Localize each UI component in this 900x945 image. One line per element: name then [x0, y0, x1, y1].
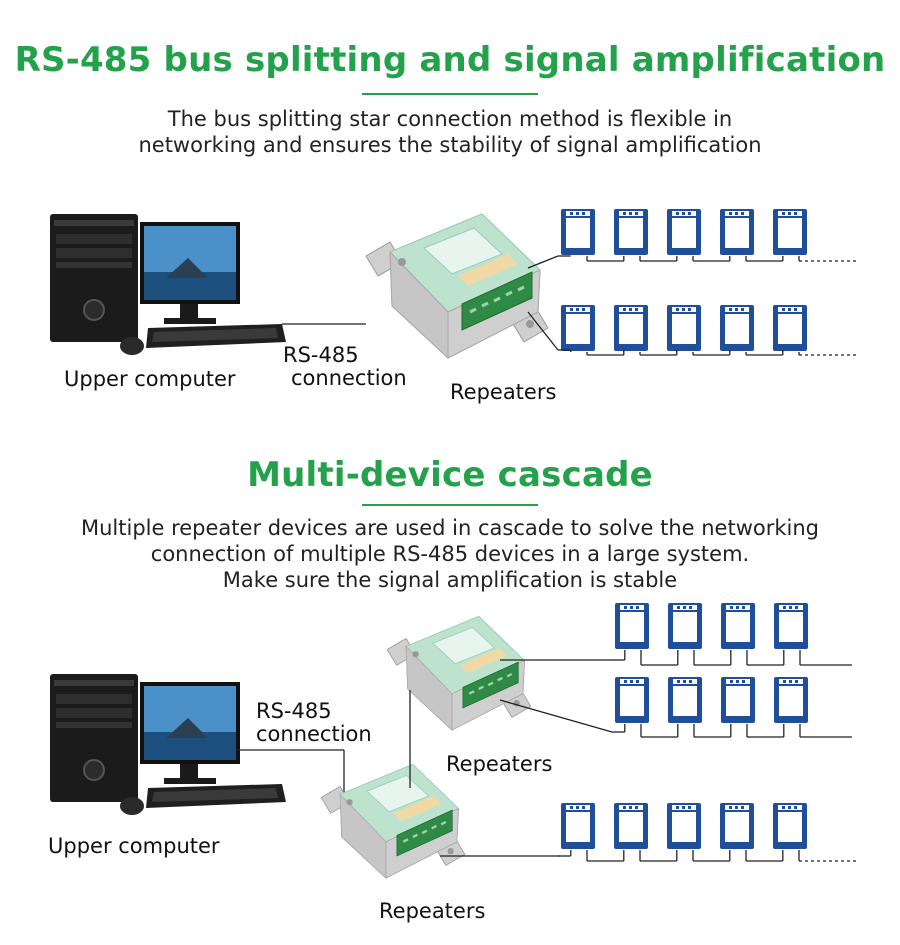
- section2-bus1-device-4-icon: [774, 603, 808, 649]
- section1-bus1-device-2-icon: [614, 209, 648, 255]
- section1-connection-line-1: RS-485: [283, 343, 359, 367]
- section1-repeater-icon: [364, 212, 550, 360]
- section2-bus3-device-4-icon: [720, 803, 754, 849]
- section1-bus1-device-3-icon: [667, 209, 701, 255]
- section2-bus2-device-4-icon: [774, 677, 808, 723]
- section1-title: RS-485 bus splitting and signal amplific…: [14, 40, 886, 80]
- section2-repeater-top-icon: [385, 614, 533, 732]
- section2-bus2-device-2-icon: [668, 677, 702, 723]
- section1-repeater-label: Repeaters: [450, 380, 557, 404]
- section1-bus2-feed: [527, 311, 559, 351]
- section2-title-underline: [362, 504, 538, 506]
- section1-computer-label: Upper computer: [64, 367, 236, 391]
- section2-connection-label: RS-485 connection: [256, 700, 372, 746]
- section2-repeater-label-top: Repeaters: [446, 752, 553, 776]
- section2-repeater-bottom-icon: [319, 762, 467, 880]
- section2-repeater-label-bottom: Repeaters: [379, 899, 486, 923]
- section1-bus2-device-2-icon: [614, 305, 648, 351]
- section2-bus1-device-1-icon: [615, 603, 649, 649]
- section1-title-underline: [362, 93, 538, 95]
- section1-bus1-device-5-icon: [773, 209, 807, 255]
- section1-bus2-device-5-icon: [773, 305, 807, 351]
- section1-connection-line-2: connection: [291, 366, 407, 390]
- section1-desc-line-2: networking and ensures the stability of …: [138, 133, 762, 157]
- section2-desc-line-3: Make sure the signal amplification is st…: [222, 568, 678, 592]
- section2-title: Multi-device cascade: [247, 455, 653, 495]
- section2-bus2-device-1-icon: [615, 677, 649, 723]
- section2-desc-line-1: Multiple repeater devices are used in ca…: [81, 516, 819, 540]
- section1-bus2-device-3-icon: [667, 305, 701, 351]
- section2-bus2-feed: [499, 699, 613, 733]
- section2-computer-icon: [49, 673, 287, 816]
- section2-computer-label: Upper computer: [48, 834, 220, 858]
- section2-connection-line-2: connection: [256, 722, 372, 746]
- section2-connection-line-1: RS-485: [256, 699, 332, 723]
- section1-bus1-device-1-icon: [561, 209, 595, 255]
- section1-connection-label: RS-485 connection: [283, 344, 407, 390]
- section2-desc-line-2: connection of multiple RS-485 devices in…: [150, 542, 750, 566]
- section1-description: The bus splitting star connection method…: [0, 106, 900, 158]
- section2-bus1-device-2-icon: [668, 603, 702, 649]
- section1-bus2-device-4-icon: [720, 305, 754, 351]
- section1-computer-icon: [49, 213, 287, 356]
- section2-bus3-device-3-icon: [667, 803, 701, 849]
- section2-description: Multiple repeater devices are used in ca…: [0, 515, 900, 593]
- section1-bus1-feed: [527, 255, 559, 269]
- section2-bus3-device-5-icon: [773, 803, 807, 849]
- section1-desc-line-1: The bus splitting star connection method…: [167, 107, 733, 131]
- section2-bus3-device-2-icon: [614, 803, 648, 849]
- section2-bus2-device-3-icon: [721, 677, 755, 723]
- section2-bus3-device-1-icon: [561, 803, 595, 849]
- section1-bus1-device-4-icon: [720, 209, 754, 255]
- section1-bus2-device-1-icon: [561, 305, 595, 351]
- section2-bus1-device-3-icon: [721, 603, 755, 649]
